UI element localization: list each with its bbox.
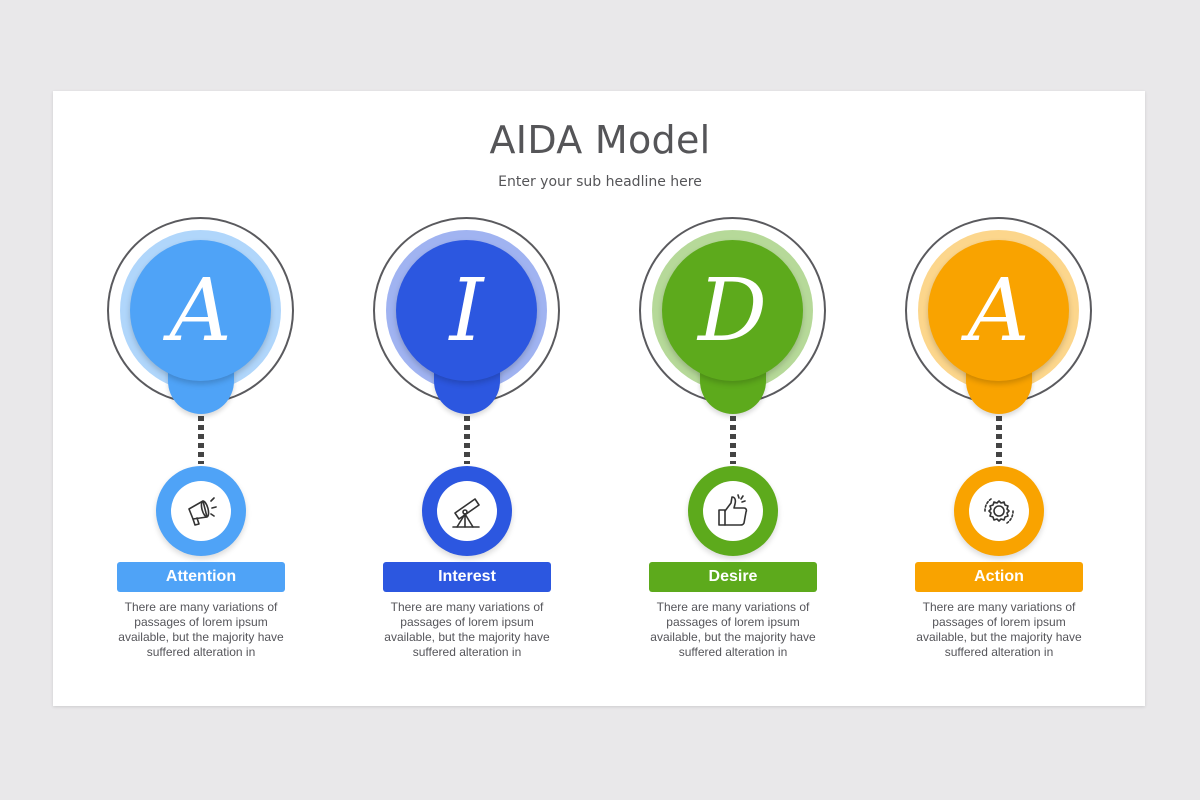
- gear-icon: [984, 498, 1014, 524]
- stage-description: There are many variations of passages of…: [650, 600, 816, 659]
- stage-desire: D Desire There are many variations of pa…: [639, 0, 889, 800]
- slide-canvas: [53, 91, 1145, 706]
- dotted-connector: [730, 416, 736, 464]
- letter-disc: [662, 240, 803, 381]
- megaphone-icon: [188, 497, 217, 526]
- dotted-connector: [464, 416, 470, 464]
- stage-letter: D: [698, 260, 767, 361]
- dotted-connector: [996, 416, 1002, 464]
- icon-badge: [688, 466, 778, 556]
- stage-label: Interest: [383, 562, 551, 592]
- page-subtitle: Enter your sub headline here: [498, 174, 702, 190]
- telescope-icon: [452, 498, 480, 528]
- stage-letter: A: [169, 260, 232, 361]
- icon-badge: [954, 466, 1044, 556]
- stage-interest: I Interest There are many variations of …: [373, 0, 623, 800]
- icon-badge: [156, 466, 246, 556]
- letter-disc: [928, 240, 1069, 381]
- stage-description: There are many variations of passages of…: [384, 600, 550, 659]
- stage-letter: I: [449, 260, 484, 361]
- dotted-connector: [198, 416, 204, 464]
- stage-label: Action: [915, 562, 1083, 592]
- icon-badge: [422, 466, 512, 556]
- stage-description: There are many variations of passages of…: [916, 600, 1082, 659]
- letter-disc: [396, 240, 537, 381]
- stage-letter: A: [967, 260, 1030, 361]
- stage-description: There are many variations of passages of…: [118, 600, 284, 659]
- stage-attention: A Attention There are many variations of…: [107, 0, 357, 800]
- stage-action: A Action There are many variations of pa…: [905, 0, 1155, 800]
- thumbs-up-icon: [718, 494, 748, 526]
- stage-label: Attention: [117, 562, 285, 592]
- page-title: AIDA Model: [489, 118, 711, 162]
- stage-label: Desire: [649, 562, 817, 592]
- letter-disc: [130, 240, 271, 381]
